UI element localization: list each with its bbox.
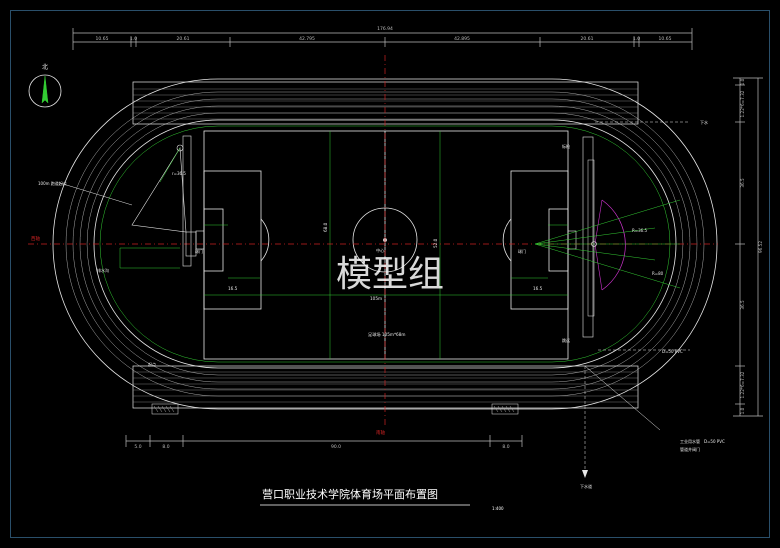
bottom-pits bbox=[151, 403, 519, 415]
pitch-dimension-lines bbox=[204, 131, 568, 359]
label-goal-left: 球门 bbox=[195, 248, 203, 254]
right-dimension-chain bbox=[733, 77, 763, 417]
dim-right-6: 1.0 bbox=[740, 407, 745, 414]
dim-top-2: 20.61 bbox=[177, 36, 190, 42]
label-dim-16: 16.5 bbox=[228, 286, 238, 291]
dim-right-4: 36.5 bbox=[740, 300, 745, 310]
label-field: 足球场 105m*68m bbox=[368, 331, 405, 338]
leader-line-left bbox=[59, 182, 133, 206]
dim-bottom-2: 90.0 bbox=[331, 444, 341, 450]
label-start-line: 起点 bbox=[148, 361, 156, 367]
dim-right-1: 1.22*6=7.32 bbox=[740, 90, 745, 117]
left-penalty-arc bbox=[260, 218, 270, 262]
label-pipe-4: 下水道 bbox=[580, 483, 592, 489]
label-field-width-2: 52.0 bbox=[433, 238, 438, 248]
label-pipe-5: 工业用水管 bbox=[680, 438, 700, 444]
pitch-labels: 中心 105m 足球场 105m*68m 68.0 52.0 16.5 16.5 bbox=[228, 222, 543, 338]
west-axis-label: 西轴 bbox=[31, 235, 40, 242]
title-scale: 1:400 bbox=[492, 506, 504, 511]
dim-right-2: 36.5 bbox=[740, 178, 745, 188]
watermark: 模型组 bbox=[336, 254, 444, 295]
straight-lane-lines bbox=[133, 88, 638, 403]
label-shot-put: r=36.5 bbox=[172, 171, 186, 176]
dim-top-0: 10.65 bbox=[96, 36, 109, 42]
axis-labels: 西轴 南轴 bbox=[31, 235, 385, 436]
drawing-frame bbox=[10, 10, 770, 538]
label-field-width: 68.0 bbox=[323, 222, 328, 232]
dim-bottom-3: 8.0 bbox=[502, 444, 509, 450]
label-drain-left: 排水沟 bbox=[97, 267, 109, 273]
left-labels: 100m 跑道起点 排水沟 球门 r=36.5 起点 bbox=[38, 171, 203, 367]
label-pipe-6: 管道井阀门 bbox=[680, 446, 700, 452]
left-goal-area bbox=[203, 208, 224, 272]
throwing-arc bbox=[601, 199, 626, 291]
north-arrow: 北 bbox=[28, 63, 62, 108]
football-pitch bbox=[195, 130, 577, 360]
label-center: 中心 bbox=[376, 247, 385, 254]
bottom-dimension-chain bbox=[125, 435, 523, 447]
long-jump-pit bbox=[185, 231, 197, 257]
label-long-jump-pit: 100m 跑道起点 bbox=[38, 180, 67, 186]
dim-right-3: 96.52 bbox=[758, 241, 763, 253]
dim-top-7: 10.65 bbox=[659, 36, 672, 42]
right-penalty-arc bbox=[502, 218, 512, 262]
dim-top-6: 1.0 bbox=[633, 36, 640, 42]
infield-boundary bbox=[99, 125, 671, 363]
long-jump-runway bbox=[182, 135, 192, 267]
left-field-events bbox=[59, 135, 197, 269]
dim-bottom-1: 8.0 bbox=[162, 444, 169, 450]
dim-bottom-labels: 5.0 8.0 90.0 8.0 bbox=[134, 444, 509, 450]
javelin-runway bbox=[582, 136, 594, 338]
drawing-title: 营口职业技术学院体育场平面布置图 bbox=[262, 487, 438, 501]
label-field-length: 105m bbox=[370, 296, 382, 301]
label-right-r2: R=80 bbox=[652, 271, 664, 276]
right-field-events bbox=[534, 121, 690, 478]
top-dimension-chain bbox=[72, 28, 693, 50]
label-dim-16b: 16.5 bbox=[533, 286, 543, 291]
right-labels: 球门 标枪 跳远 下水 D=50 PVC 工业用水管 管道井阀门 D=50 PV… bbox=[518, 119, 725, 489]
label-pipe-1: 下水 bbox=[700, 119, 708, 125]
label-long-jump: 跳远 bbox=[562, 337, 570, 343]
south-axis-label: 南轴 bbox=[376, 429, 385, 436]
label-right-r1: R=36.5 bbox=[632, 228, 647, 233]
straight-lanes bbox=[132, 81, 639, 409]
dim-right-labels: 1.0 1.22*6=7.32 36.5 96.52 36.5 1.22*6=7… bbox=[740, 78, 763, 414]
dim-bottom-0: 5.0 bbox=[134, 444, 141, 450]
dim-top-4: 42.895 bbox=[454, 36, 470, 42]
label-goal-right: 球门 bbox=[518, 248, 526, 254]
dim-top-labels: 10.65 1.0 20.61 42.795 42.895 20.61 1.0 … bbox=[96, 36, 672, 42]
north-label: 北 bbox=[42, 63, 48, 71]
label-pipe-7: D=50 PVC bbox=[704, 439, 725, 444]
dim-right-5: 1.22*6=7.32 bbox=[740, 371, 745, 398]
shot-put-sector bbox=[131, 147, 187, 233]
dim-top-5: 20.61 bbox=[581, 36, 594, 42]
left-goal bbox=[195, 230, 205, 250]
pitch-boundary bbox=[203, 130, 569, 360]
dim-top-1: 1.0 bbox=[130, 36, 137, 42]
dim-top-3: 42.795 bbox=[299, 36, 315, 42]
label-javelin: 标枪 bbox=[562, 143, 570, 149]
label-pipe-2: D=50 PVC bbox=[662, 349, 683, 354]
dim-right-0: 1.0 bbox=[740, 78, 745, 85]
dim-top-total: 176.94 bbox=[377, 26, 393, 32]
